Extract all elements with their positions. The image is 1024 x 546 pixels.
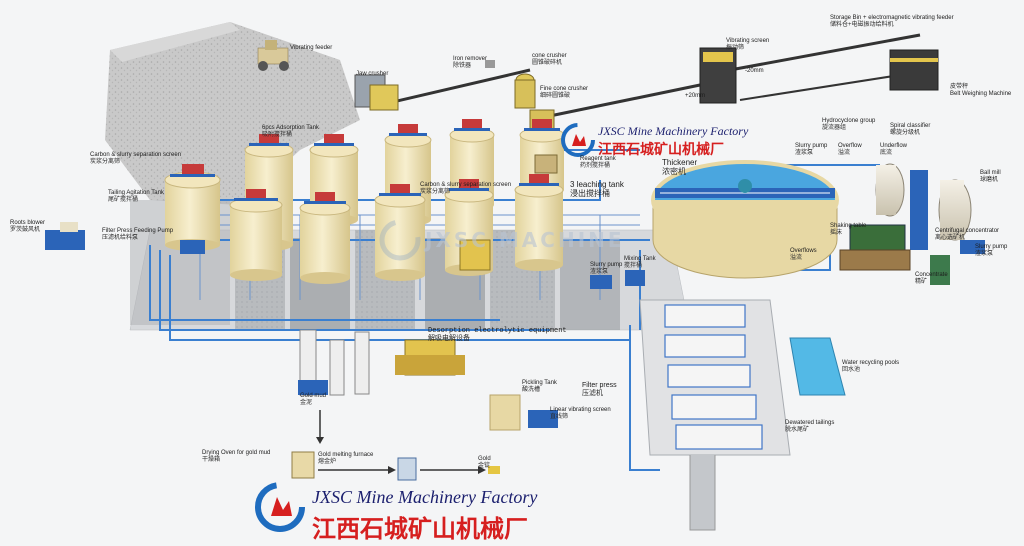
brand-logo-icon-top [561, 123, 595, 157]
thickener-shape [651, 160, 839, 279]
brand-watermark: JXSC MACHINE [425, 228, 625, 252]
brand-name-top: JXSC Mine Machinery Factory [598, 124, 749, 138]
desorption-equipment [298, 329, 465, 396]
water-pool-shape [789, 337, 846, 396]
label-jaw-crusher: Jaw crusher [356, 71, 389, 77]
filter-presses [664, 304, 763, 450]
adsorption-tanks [164, 119, 565, 284]
brand-name-cn-top: 江西石城矿山机械厂 [598, 142, 724, 158]
label-storage-bin: Storage Bin + electromagnetic vibrating … [830, 15, 954, 28]
brand-logo-icon-bottom [255, 482, 305, 532]
ore-stockpile [105, 22, 360, 205]
ball-mills [875, 163, 972, 250]
label-vibrating-feeder: Vibrating feeder [290, 45, 333, 51]
watermark-logo-icon [379, 219, 421, 261]
wheel-loader-icon [257, 40, 289, 71]
brand-name-cn-bottom: 江西石城矿山机械厂 [312, 514, 528, 543]
brand-name-bottom: JXSC Mine Machinery Factory [312, 487, 538, 507]
label-plus-20mm: +20mm [685, 93, 706, 99]
label-minus-20mm: -20mm [745, 68, 764, 74]
